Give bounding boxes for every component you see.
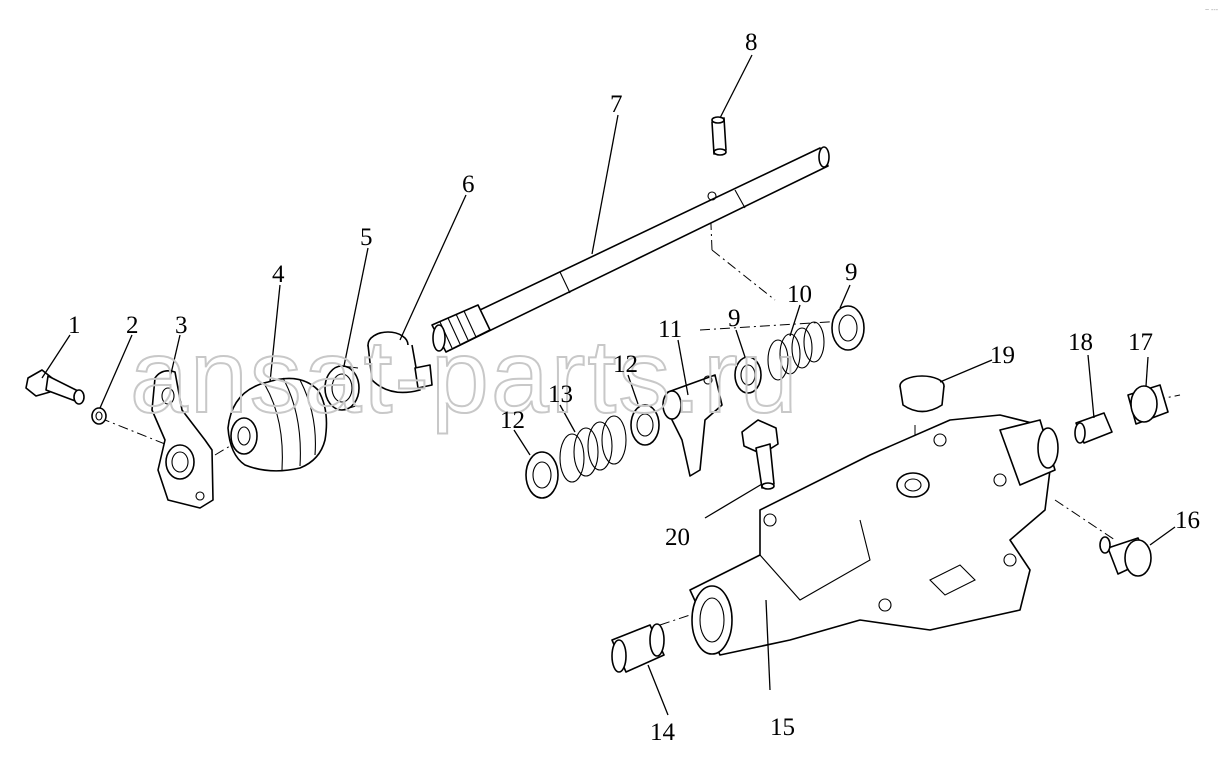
part-13-spring (559, 415, 627, 483)
part-3-lever (151, 370, 214, 509)
callout-8: 8 (745, 29, 758, 56)
part-15-housing (689, 414, 1059, 656)
callout-9-lower: 9 (728, 305, 741, 332)
part-12-washer-lower (525, 451, 559, 499)
callout-2: 2 (126, 312, 139, 339)
callout-11: 11 (658, 316, 682, 343)
callout-5: 5 (360, 224, 373, 251)
part-1-bolt (25, 369, 85, 405)
part-9-washer-upper (831, 305, 865, 351)
callout-9-upper: 9 (845, 259, 858, 286)
part-18-sleeve (1074, 412, 1113, 444)
callout-12-upper: 12 (613, 351, 638, 378)
corner-mark: ~ --- (1205, 7, 1219, 14)
part-11-shift-fork (662, 374, 723, 477)
part-6-clamp (367, 331, 433, 394)
callout-6: 6 (462, 171, 475, 198)
part-7-shaft (431, 146, 830, 353)
callout-10: 10 (787, 281, 812, 308)
part-12-washer-upper (630, 404, 660, 446)
callout-18: 18 (1068, 329, 1093, 356)
part-19-cap (899, 375, 945, 413)
part-5-seal (324, 365, 360, 411)
leader-lines (41, 54, 1176, 716)
part-9-washer-lower (734, 356, 762, 394)
part-2-washer (91, 407, 107, 425)
callout-15: 15 (770, 714, 795, 741)
callout-12-lower: 12 (500, 407, 525, 434)
part-4-rubber-boot (227, 377, 328, 472)
part-17-bushing (1127, 384, 1169, 425)
part-14-bushing (611, 623, 665, 673)
callout-17: 17 (1128, 329, 1153, 356)
watermark-text: ansat-parts.ru (130, 319, 800, 435)
callout-7: 7 (610, 91, 623, 118)
callout-14: 14 (650, 719, 676, 746)
callout-labels: 1 2 3 4 5 6 7 8 9 9 10 11 12 12 13 14 15… (68, 29, 1200, 746)
part-16-plug (1099, 536, 1152, 577)
callout-19: 19 (990, 342, 1015, 369)
callout-13: 13 (548, 381, 573, 408)
callout-3: 3 (175, 312, 188, 339)
callout-20: 20 (665, 524, 690, 551)
callout-1: 1 (68, 312, 81, 339)
part-8-pin (711, 116, 727, 156)
callout-16: 16 (1175, 507, 1200, 534)
callout-4: 4 (272, 261, 285, 288)
part-20-bolt (741, 419, 779, 490)
